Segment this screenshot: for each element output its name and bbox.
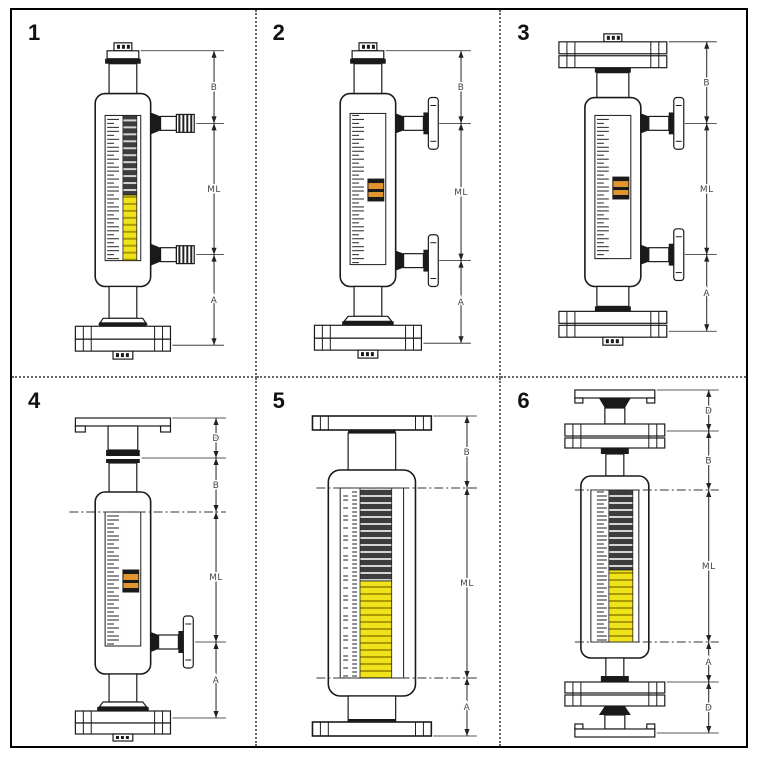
dimension-label: A (213, 676, 220, 686)
dimension-label: ML (702, 562, 716, 572)
scale-ruler (593, 490, 608, 642)
side-connection-flanged-bottom (150, 615, 194, 669)
top-flange (311, 415, 432, 471)
panel-5: 5 B ML A (256, 378, 502, 746)
gauge-body (327, 469, 416, 697)
dimension-set: B ML A (140, 50, 224, 346)
panel-6: 6 (501, 378, 746, 746)
dimension-label: A (706, 658, 713, 668)
dimension-label: B (457, 83, 464, 93)
bottom-flange (558, 285, 668, 346)
panel-1: 1 (12, 10, 257, 378)
bottom-flange (313, 285, 422, 359)
dimension-set: D B ML A (69, 417, 226, 719)
side-connection-threaded-bottom (150, 243, 195, 266)
dimension-set: B ML A (669, 41, 718, 332)
scale-ruler (597, 115, 614, 259)
indicator-column-yellow (122, 194, 138, 262)
top-double-flange (564, 423, 666, 477)
gauge-body (94, 92, 152, 288)
gauge-drawing-top-flange-single-side-connection: D B ML A (69, 417, 226, 742)
panel-number: 4 (28, 388, 41, 413)
side-connection-flanged-bottom (641, 228, 685, 282)
panel-3: 3 (501, 10, 746, 378)
top-flange (558, 33, 668, 102)
float-indicator (612, 176, 630, 200)
indicator-column-dark (608, 489, 634, 571)
dimension-label: D (212, 434, 219, 444)
bottom-flange (74, 285, 172, 360)
float-indicator (367, 178, 384, 202)
panel-number: 5 (272, 388, 285, 413)
float-indicator (122, 569, 140, 593)
bottom-flange (74, 673, 172, 742)
gauge-drawing-inline-flanges-wide-body: B ML A (311, 415, 477, 737)
dimension-label: A (211, 296, 218, 306)
dimension-label: A (463, 703, 470, 713)
scale-ruler (342, 488, 357, 678)
bottom-t-flange (574, 706, 656, 738)
indicator-column-yellow (608, 569, 634, 643)
side-connection-flanged-top (641, 96, 685, 150)
scale-ruler (107, 512, 123, 646)
side-connection-flanged-bottom (395, 234, 439, 288)
panel-2: 2 (256, 10, 502, 378)
top-vent-cap (349, 42, 386, 97)
top-vent-cap (105, 42, 141, 97)
dimension-label: D (705, 406, 712, 416)
gauge-drawing-top-and-bottom-flanges-side-connections: B ML A (558, 33, 718, 346)
scale-ruler (107, 115, 121, 261)
dimension-label: ML (460, 579, 474, 589)
dimension-label: B (706, 456, 713, 466)
gauge-drawing-flanged-side-connections: B ML A (313, 42, 471, 359)
panel-number: 1 (28, 20, 41, 45)
dimension-label: A (704, 289, 711, 299)
dimension-set: B ML A (316, 415, 477, 737)
dimension-label: B (463, 448, 470, 458)
bottom-flange (311, 695, 432, 737)
panel-number: 6 (517, 388, 530, 413)
dimension-label: ML (207, 185, 221, 195)
panel-number: 3 (517, 20, 530, 45)
panel-4: 4 (12, 378, 257, 746)
side-connection-flanged-top (395, 96, 439, 150)
top-t-flange (574, 389, 656, 425)
dimension-label: ML (209, 573, 223, 583)
panel-number: 2 (272, 20, 285, 45)
indicator-column-dark (122, 115, 138, 196)
bottom-double-flange (564, 657, 666, 707)
dimension-label: A (457, 298, 464, 308)
dimension-set: B ML A (385, 50, 471, 344)
sheet-border: 1 (10, 8, 748, 748)
dimension-label: ML (454, 188, 468, 198)
dimension-label: ML (700, 185, 714, 195)
dimension-label: B (213, 481, 220, 491)
dimension-label: B (211, 83, 218, 93)
indicator-column-dark (359, 487, 392, 582)
dimension-set: D B ML A D (575, 389, 720, 734)
gauge-drawing-inline-double-flanges: D B ML A D (564, 389, 720, 738)
dimension-label: D (705, 703, 712, 713)
dimension-label: B (704, 79, 711, 89)
scale-ruler (351, 113, 368, 265)
gauge-drawing-threaded-side-connections: B ML A (74, 42, 224, 360)
indicator-column-yellow (359, 580, 392, 679)
top-t-flange (74, 417, 172, 494)
side-connection-threaded-top (150, 112, 195, 135)
gauge-body (580, 475, 650, 659)
